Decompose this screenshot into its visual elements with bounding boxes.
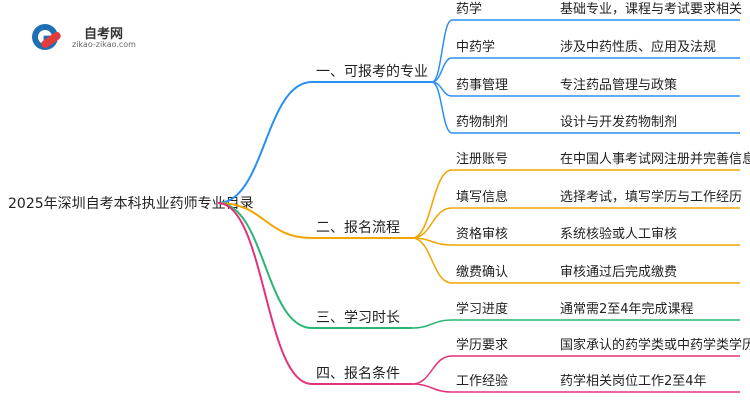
leaf-description: 在中国人事考试网注册并完善信息	[560, 151, 750, 167]
leaf-label: 药物制剂	[456, 115, 508, 130]
leaf-description: 基础专业，课程与考试要求相关	[560, 2, 742, 17]
leaf-label: 学历要求	[456, 337, 508, 353]
leaf-description: 设计与开发药物制剂	[560, 114, 677, 130]
leaf-description: 专注药品管理与政策	[560, 77, 677, 93]
leaf-label: 工作经验	[456, 373, 508, 389]
branch-label: 四、报名条件	[316, 365, 400, 382]
branch-label: 一、可报考的专业	[316, 64, 428, 80]
leaf-connector	[431, 81, 453, 134]
leaf-label: 注册账号	[456, 152, 508, 167]
leaf-description: 药学相关岗位工作2至4年	[560, 373, 707, 389]
branch-connector	[217, 202, 313, 385]
leaf-description: 审核通过后完成缴费	[560, 265, 677, 280]
leaf-connector	[411, 237, 453, 284]
branch-label: 三、学习时长	[316, 310, 400, 326]
leaf-description: 选择考试，填写学历与工作经历	[560, 189, 742, 205]
leaf-label: 中药学	[456, 39, 495, 55]
leaf-connector	[411, 355, 453, 385]
logo-url: zikao-zikao.com	[72, 40, 136, 49]
leaf-label: 资格审核	[456, 226, 508, 242]
leaf-description: 通常需2至4年完成课程	[560, 302, 694, 317]
leaf-label: 填写信息	[456, 189, 508, 205]
leaf-label: 药事管理	[456, 78, 508, 93]
site-logo: 自考网 zikao-zikao.com	[32, 22, 142, 52]
leaf-connector	[411, 383, 453, 393]
branch-label: 二、报名流程	[316, 220, 400, 236]
branch-connector	[217, 202, 313, 239]
logo-title: 自考网	[84, 27, 124, 42]
leaf-label: 药学	[456, 1, 482, 17]
leaf-connector	[411, 169, 453, 239]
leaf-connector	[431, 19, 453, 83]
leaf-description: 涉及中药性质、应用及法规	[560, 39, 716, 55]
root-topic: 2025年深圳自考本科执业药师专业目录	[8, 196, 254, 212]
branch-connector	[217, 202, 313, 329]
leaf-connector	[411, 207, 453, 239]
leaf-description: 系统核验或人工审核	[560, 226, 677, 242]
branch-connector	[217, 81, 313, 204]
leaf-label: 缴费确认	[456, 265, 508, 280]
leaf-connector	[431, 57, 453, 83]
leaf-label: 学习进度	[456, 301, 508, 317]
leaf-connector	[411, 319, 453, 329]
leaf-description: 国家承认的药学类或中药学类学历	[560, 337, 750, 353]
